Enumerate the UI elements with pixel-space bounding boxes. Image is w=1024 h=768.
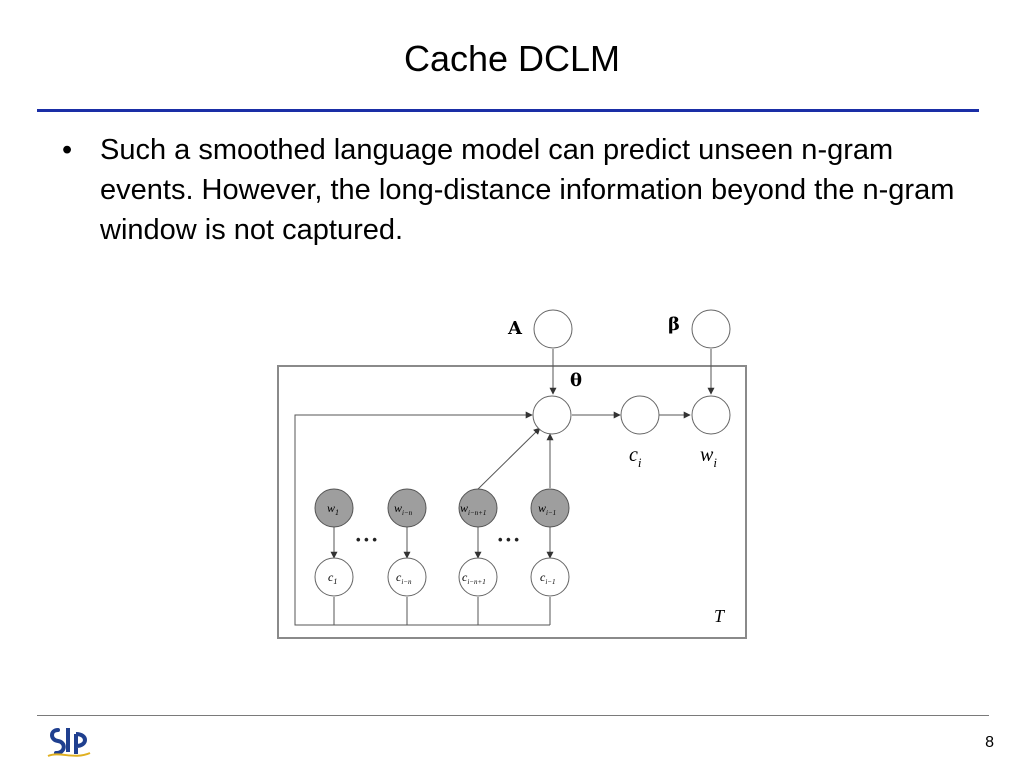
ellipsis-right: • • • [498, 532, 519, 547]
slide-title: Cache DCLM [403, 38, 621, 79]
footer-rule [37, 715, 989, 716]
page-number: 8 [985, 734, 994, 751]
observed-word-node [314, 488, 354, 528]
plate-box [277, 365, 747, 639]
observed-word-node [387, 488, 427, 528]
cache-class-node [387, 557, 427, 597]
slp-logo-icon [47, 728, 91, 757]
cache-class-node [530, 557, 570, 597]
ellipsis-left: • • • [356, 532, 377, 547]
observed-word-node [458, 488, 498, 528]
cache-class-node [314, 557, 354, 597]
title-rule [37, 109, 979, 112]
class-label: c1 [328, 570, 337, 586]
wi-node [691, 395, 731, 435]
plate-label: T [714, 606, 726, 626]
alpha-node [533, 309, 573, 349]
beta-node [691, 309, 731, 349]
cache-class-node [458, 557, 498, 597]
edges [294, 349, 715, 626]
edge-wn1-theta [474, 427, 541, 493]
ci-node [620, 395, 660, 435]
cache-dclm-diagram: A β θ ci wi w1 wi−n wi−n+1 wi−1 c1 ci−n … [270, 300, 750, 645]
theta-node [532, 395, 572, 435]
observed-word-node [530, 488, 570, 528]
word-label: w1 [327, 501, 339, 517]
word-label: wi−n+1 [460, 501, 486, 517]
beta-label: β [668, 314, 680, 335]
alpha-label: A [507, 318, 523, 339]
bullet-text: Such a smoothed language model can predi… [100, 134, 955, 246]
word-label: wi−n [394, 501, 413, 517]
graphical-model: A β θ ci wi w1 wi−n wi−n+1 wi−1 c1 ci−n … [277, 309, 747, 639]
wi-label: wi [700, 444, 717, 470]
bullet-dot-icon: • [62, 134, 73, 166]
word-label: wi−1 [538, 501, 556, 517]
class-label: ci−n+1 [462, 570, 486, 586]
bullet-item: • Such a smoothed language model can pre… [62, 130, 962, 250]
class-label: ci−1 [540, 570, 556, 586]
theta-label: θ [570, 370, 582, 391]
bullet-list: • Such a smoothed language model can pre… [62, 130, 962, 250]
slp-logo [44, 722, 94, 767]
class-label: ci−n [396, 570, 412, 586]
ci-label: ci [629, 444, 642, 470]
